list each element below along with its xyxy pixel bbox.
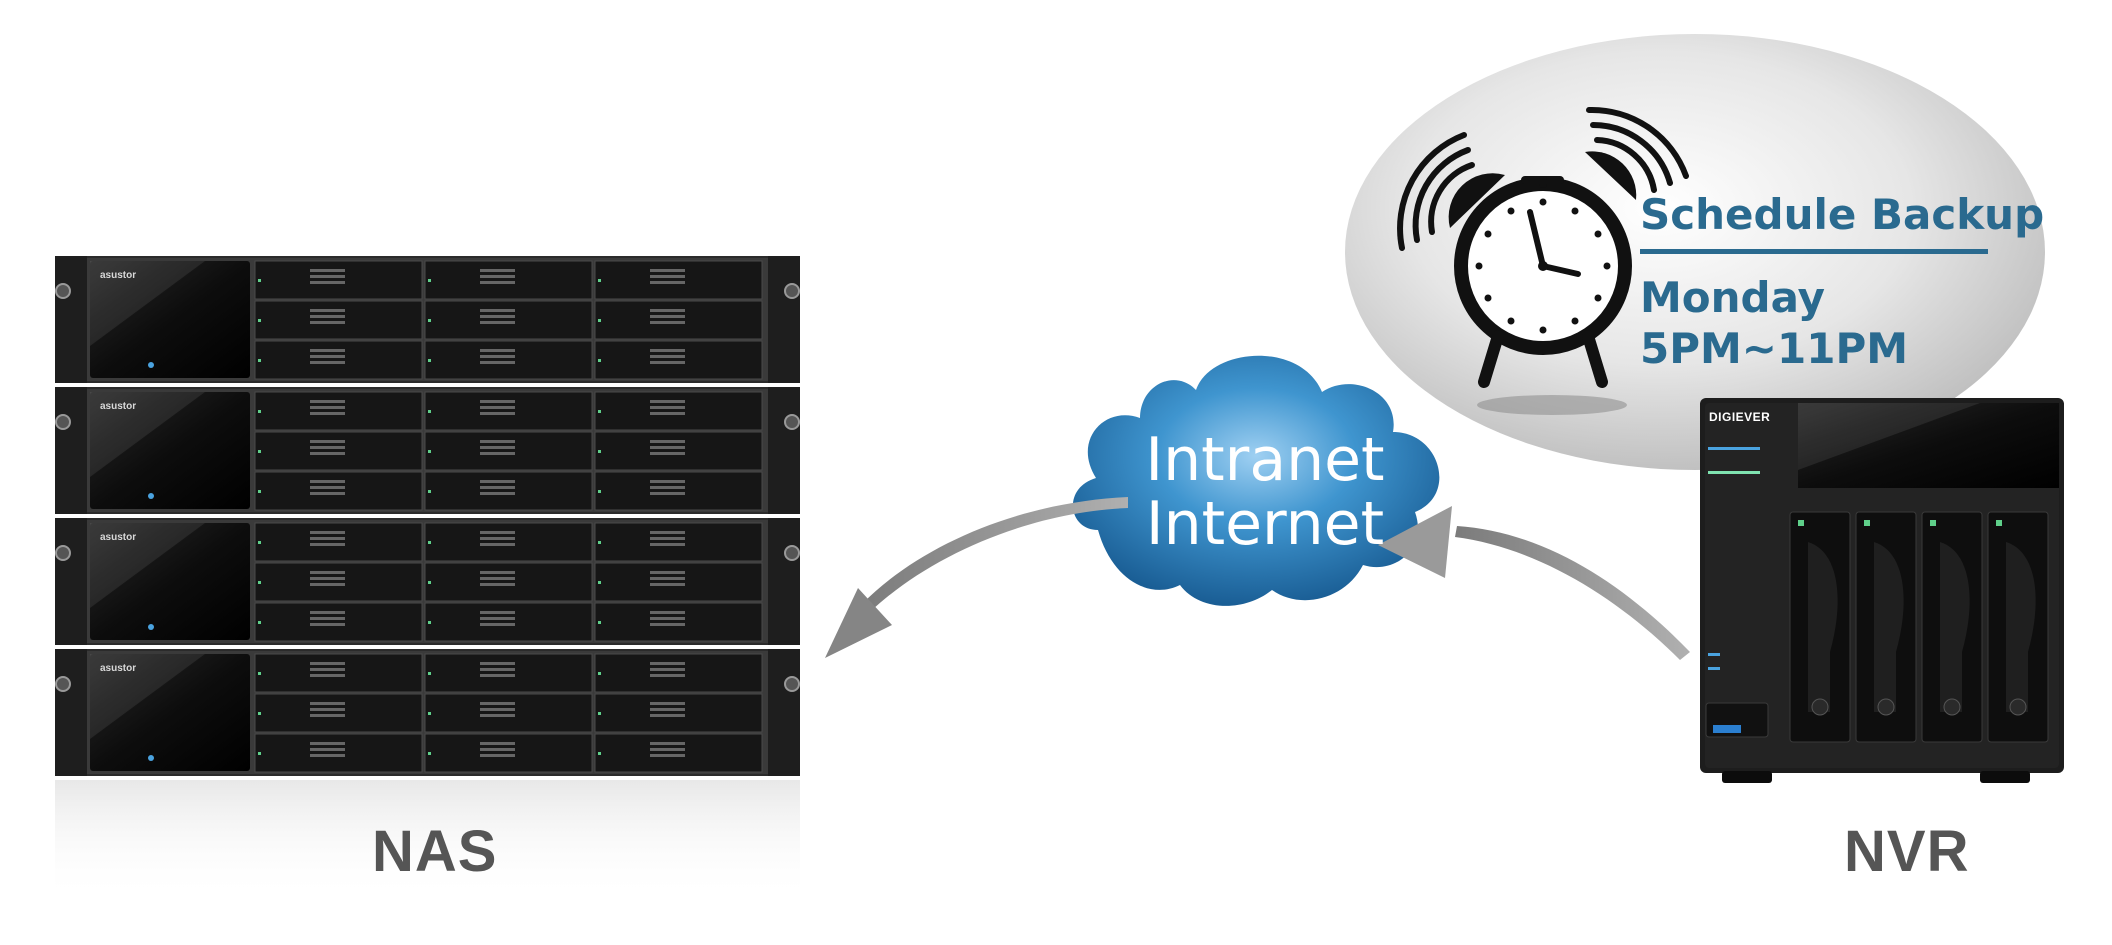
schedule-day: Monday: [1640, 273, 1826, 322]
drive-bay: [424, 522, 593, 562]
drive-bay: [254, 340, 423, 380]
drive-bay: [254, 602, 423, 642]
drive-bay: [594, 260, 763, 300]
drive-bay: [594, 733, 763, 773]
nas-unit: [55, 518, 800, 645]
nvr-drive-bay: [1855, 511, 1917, 743]
nas-brand-logo: asustor: [100, 663, 137, 674]
drive-bay: [254, 733, 423, 773]
drive-bay: [254, 562, 423, 602]
drive-bay: [594, 562, 763, 602]
drive-bay: [424, 602, 593, 642]
drive-bay: [594, 693, 763, 733]
nas-unit: [55, 387, 800, 514]
schedule-divider: [1640, 249, 1988, 254]
drive-bay: [594, 602, 763, 642]
nvr-label: NVR: [1844, 819, 1970, 884]
nvr-device: [1700, 398, 2064, 783]
drive-bay: [594, 340, 763, 380]
drive-bay: [254, 431, 423, 471]
nas-brand-logo: asustor: [100, 532, 137, 543]
cloud-icon: [1072, 355, 1440, 606]
drive-bay: [594, 391, 763, 431]
nvr-drive-bay: [1987, 511, 2049, 743]
cloud-label-internet: Internet: [1145, 489, 1385, 559]
drive-bay: [594, 300, 763, 340]
drive-bay: [594, 431, 763, 471]
drive-bay: [424, 391, 593, 431]
nas-brand-logo: asustor: [100, 270, 137, 281]
drive-bay: [424, 340, 593, 380]
nas-label: NAS: [372, 819, 498, 884]
schedule-title: Schedule Backup: [1640, 190, 2045, 239]
drive-bay: [424, 431, 593, 471]
drive-bay: [254, 522, 423, 562]
drive-bay: [254, 391, 423, 431]
alarm-clock-icon: [1397, 106, 1689, 388]
drive-bay: [424, 300, 593, 340]
drive-bay: [424, 260, 593, 300]
nas-brand-logo: asustor: [100, 401, 137, 412]
drive-bay: [424, 693, 593, 733]
drive-bay: [424, 733, 593, 773]
nas-reflection: [55, 780, 800, 900]
drive-bay: [594, 522, 763, 562]
nvr-drive-bay: [1921, 511, 1983, 743]
nas-unit: [55, 649, 800, 776]
cloud-label-intranet: Intranet: [1145, 425, 1385, 495]
drive-bay: [254, 653, 423, 693]
arrow-icon: [825, 497, 1690, 660]
nvr-brand-logo: DIGIEVER: [1709, 410, 1771, 424]
drive-bay: [424, 471, 593, 511]
nvr-drive-bay: [1789, 511, 1851, 743]
schedule-time: 5PM~11PM: [1640, 324, 1909, 373]
nas-rack: [55, 256, 800, 900]
drive-bay: [424, 562, 593, 602]
nas-unit: [55, 256, 800, 383]
drive-bay: [594, 471, 763, 511]
drive-bay: [424, 653, 593, 693]
drive-bay: [254, 300, 423, 340]
drive-bay: [254, 693, 423, 733]
clock-shadow: [1477, 395, 1627, 415]
drive-bay: [254, 471, 423, 511]
drive-bay: [594, 653, 763, 693]
drive-bay: [254, 260, 423, 300]
